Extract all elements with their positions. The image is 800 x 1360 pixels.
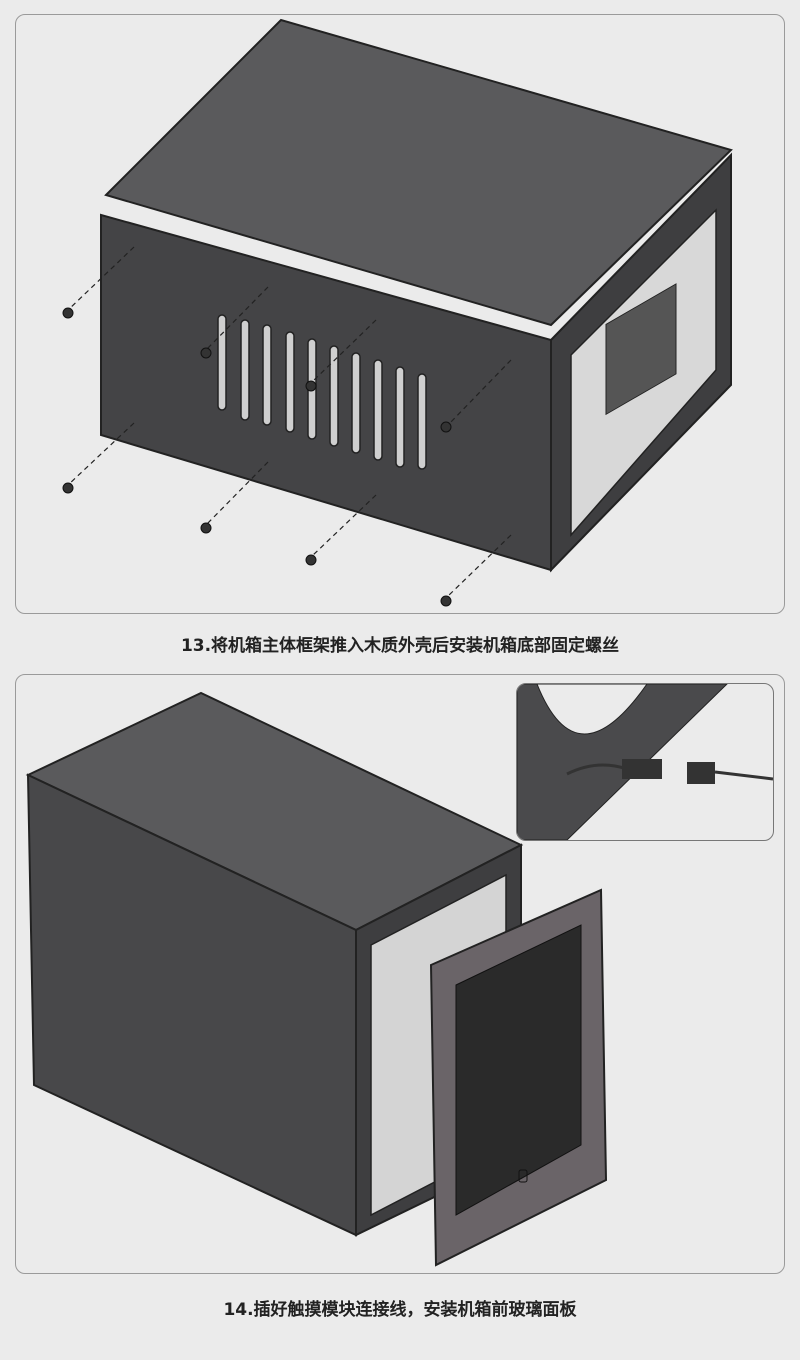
screw-guide-lines: [67, 246, 512, 599]
connector-detail-inset: [516, 683, 774, 841]
touch-button-icon: [518, 1169, 528, 1183]
case-bottom-screws-drawing: [62, 18, 733, 607]
step-14-illustration: [15, 674, 785, 1274]
vent-slots: [217, 314, 427, 470]
step-14-caption: 14.插好触摸模块连接线，安装机箱前玻璃面板: [223, 1300, 577, 1320]
step-13-caption: 13.将机箱主体框架推入木质外壳后安装机箱底部固定螺丝: [180, 636, 620, 656]
connector-socket: [687, 762, 715, 784]
mesh-area: [455, 924, 582, 1216]
connector-drawing: [517, 684, 773, 840]
step-13-illustration: [15, 14, 785, 614]
case-top-face: [104, 18, 733, 327]
screws: [62, 307, 452, 607]
front-panel-install-drawing: [25, 691, 608, 1267]
connector-plug: [622, 759, 662, 779]
